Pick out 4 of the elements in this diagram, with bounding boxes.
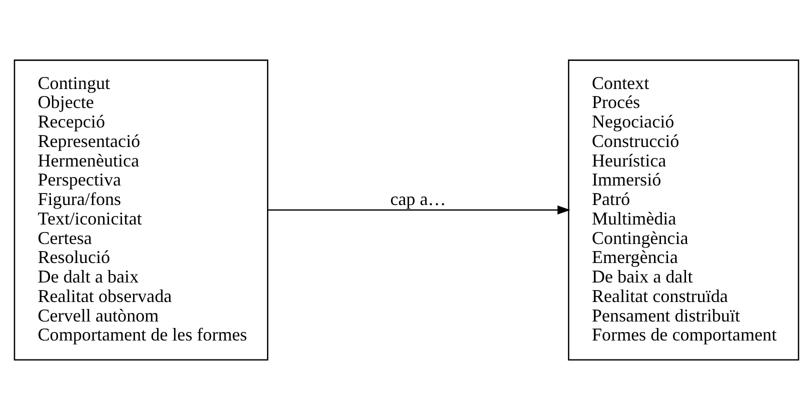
arrow	[267, 204, 570, 214]
edge-label: cap a…	[390, 188, 446, 209]
node-box: Context Procés Negociació Construcció Heurística Immersió Patró Multimèdia Contingència Emergència De baix a dalt Realitat construïda Pensament distribuït Formes de comportament	[567, 59, 799, 360]
node-box: Contingut Objecte Recepció Representació Hermenèutica Perspectiva Figura/fons Text/iconicitat Certesa Resolució De dalt a baix Realitat observada Cervell autònom Comportament de les formes	[13, 59, 268, 360]
